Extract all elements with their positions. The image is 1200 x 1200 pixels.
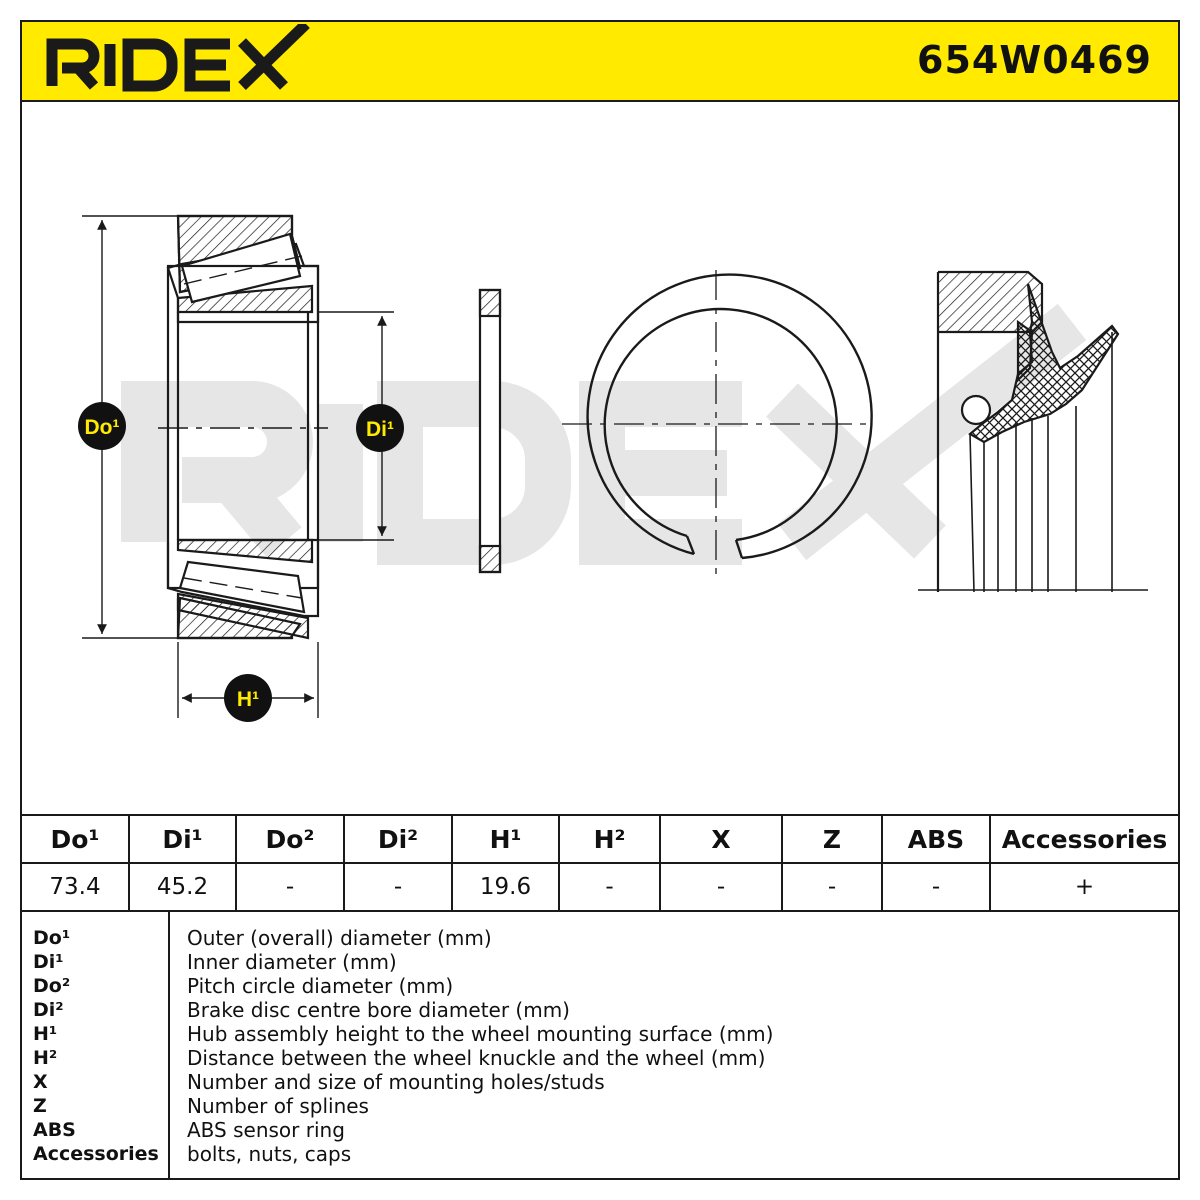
col-header-h1: H¹ <box>451 814 560 864</box>
di1-badge-label: Di¹ <box>366 418 394 441</box>
col-header-do2: Do² <box>235 814 345 864</box>
legend-desc-di2: Brake disc centre bore diameter (mm) <box>187 998 570 1022</box>
legend-divider <box>168 912 170 1180</box>
legend-abbr-do1: Do¹ <box>33 927 71 949</box>
legend-abbr-di2: Di² <box>33 999 64 1021</box>
technical-drawing: Do¹ Di¹ H¹ <box>78 214 1148 722</box>
legend-desc-h1: Hub assembly height to the wheel mountin… <box>187 1022 774 1046</box>
value-do1: 73.4 <box>22 862 130 912</box>
legend-desc-accessories: bolts, nuts, caps <box>187 1142 352 1166</box>
legend-desc-h2: Distance between the wheel knuckle and t… <box>187 1046 766 1070</box>
value-abs: - <box>881 862 991 912</box>
col-header-abs: ABS <box>881 814 991 864</box>
value-z: - <box>781 862 883 912</box>
do1-badge-label: Do¹ <box>85 416 120 439</box>
col-header-accessories: Accessories <box>989 814 1178 864</box>
legend-abbreviations: Do¹ Di¹ Do² Di² H¹ H² X Z ABS Accessorie… <box>33 926 159 1166</box>
do1-badge: Do¹ <box>78 402 126 450</box>
col-header-h2: H² <box>558 814 661 864</box>
value-h2: - <box>558 862 661 912</box>
value-di2: - <box>343 862 453 912</box>
value-do2: - <box>235 862 345 912</box>
legend-abbr-h2: H² <box>33 1047 58 1069</box>
spec-header-row: Do¹ Di¹ Do² Di² H¹ H² X Z ABS Accessorie… <box>22 814 1178 864</box>
legend: Do¹ Di¹ Do² Di² H¹ H² X Z ABS Accessorie… <box>22 910 1178 1180</box>
legend-abbr-x: X <box>33 1071 48 1093</box>
circlip <box>562 270 874 582</box>
value-x: - <box>659 862 783 912</box>
col-header-do1: Do¹ <box>22 814 130 864</box>
value-accessories: + <box>989 862 1178 912</box>
legend-abbr-z: Z <box>33 1095 47 1117</box>
legend-desc-do2: Pitch circle diameter (mm) <box>187 974 454 998</box>
value-h1: 19.6 <box>451 862 560 912</box>
legend-desc-z: Number of splines <box>187 1094 369 1118</box>
product-sheet: 654W0469 <box>20 20 1180 1180</box>
h1-badge: H¹ <box>224 674 272 722</box>
legend-descriptions: Outer (overall) diameter (mm) Inner diam… <box>187 926 773 1166</box>
legend-desc-di1: Inner diameter (mm) <box>187 950 397 974</box>
col-header-x: X <box>659 814 783 864</box>
part-number: 654W0469 <box>917 38 1152 82</box>
washer-section <box>478 288 502 574</box>
legend-abbr-h1: H¹ <box>33 1023 58 1045</box>
di1-badge: Di¹ <box>356 404 404 452</box>
seal-section <box>918 270 1148 593</box>
ridex-logo <box>46 24 310 92</box>
h1-badge-label: H¹ <box>237 688 259 711</box>
col-header-z: Z <box>781 814 883 864</box>
value-di1: 45.2 <box>128 862 237 912</box>
col-header-di2: Di² <box>343 814 453 864</box>
spec-table: Do¹ Di¹ Do² Di² H¹ H² X Z ABS Accessorie… <box>22 814 1178 912</box>
legend-abbr-do2: Do² <box>33 975 71 997</box>
spec-value-row: 73.4 45.2 - - 19.6 - - - - + <box>22 862 1178 912</box>
legend-abbr-accessories: Accessories <box>33 1143 159 1165</box>
watermark-logo <box>121 303 1087 565</box>
legend-desc-x: Number and size of mounting holes/studs <box>187 1070 605 1094</box>
col-header-di1: Di¹ <box>128 814 237 864</box>
legend-desc-abs: ABS sensor ring <box>187 1118 345 1142</box>
legend-abbr-abs: ABS <box>33 1119 76 1141</box>
legend-abbr-di1: Di¹ <box>33 951 64 973</box>
header-bar: 654W0469 <box>22 22 1178 102</box>
legend-desc-do1: Outer (overall) diameter (mm) <box>187 926 492 950</box>
